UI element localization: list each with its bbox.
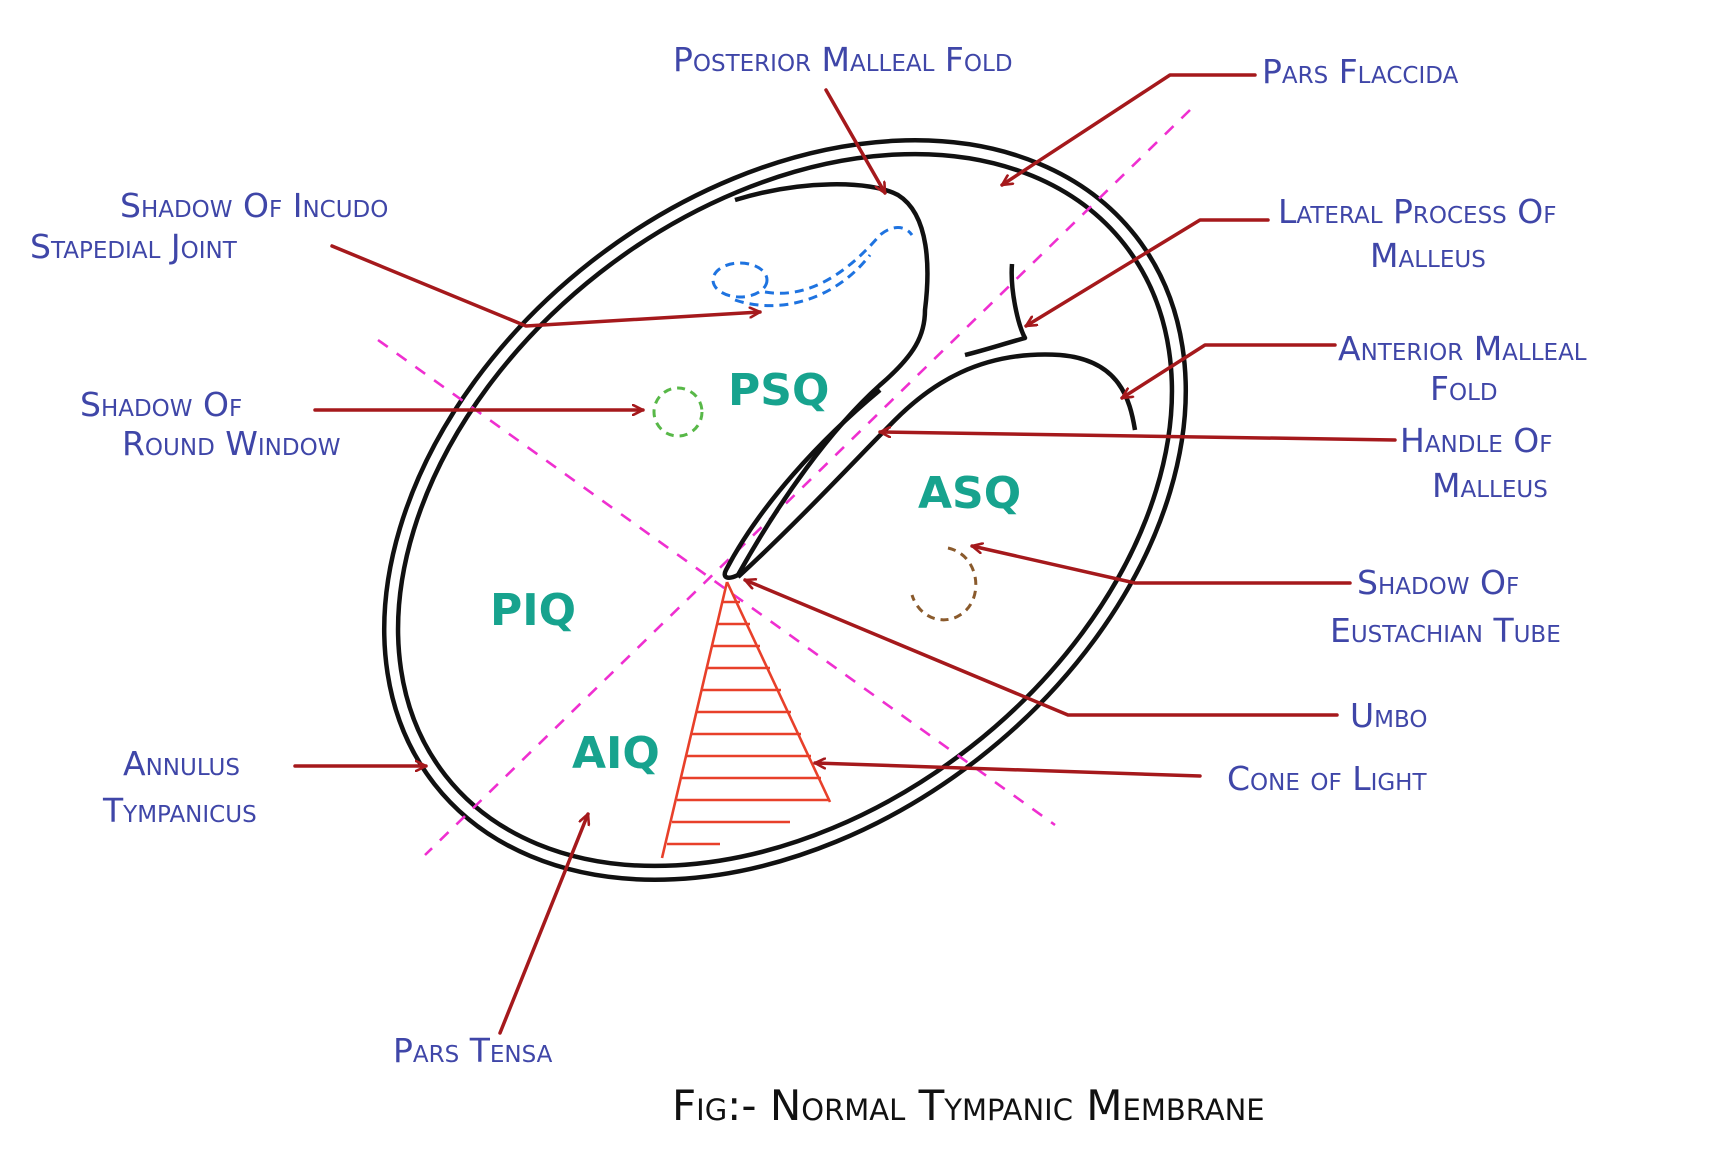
round-window-shadow	[652, 386, 704, 438]
arrow-eustachian-tube	[970, 546, 1352, 585]
arrow-umbo	[743, 580, 1339, 717]
label-cone-of-light: Cone of Light	[1227, 759, 1427, 798]
label-lateral-process-line2: Malleus	[1370, 236, 1486, 275]
label-anterior-malleal-fold-line1: Anterior Malleal	[1338, 329, 1587, 368]
label-handle-of-malleus-line2: Malleus	[1432, 466, 1548, 505]
label-annulus-line2: Tympanicus	[102, 791, 257, 830]
label-handle-of-malleus-line1: Handle Of	[1400, 421, 1553, 460]
quadrant-axis-along-malleus	[424, 109, 1191, 856]
label-round-window-line1: Shadow Of	[80, 385, 242, 424]
arrow-handle-of-malleus	[878, 432, 1397, 442]
lateral-process-of-malleus-outline	[964, 263, 1028, 358]
quadrant-axis-perpendicular	[377, 338, 1056, 827]
cone-of-light	[660, 581, 832, 859]
annulus-inner-ring	[395, 151, 1175, 869]
label-anterior-malleal-fold-line2: Fold	[1430, 369, 1498, 408]
quadrant-label-asq: ASQ	[918, 468, 1021, 519]
label-incudo-stapedial-line1: Shadow Of Incudo	[120, 186, 388, 225]
anterior-malleal-fold-outline	[736, 352, 1138, 579]
posterior-malleal-fold-outline	[734, 182, 930, 577]
arrow-pars-tensa	[498, 812, 588, 1035]
arrow-lateral-process	[1024, 218, 1270, 328]
label-posterior-malleal-fold: Posterior Malleal Fold	[673, 40, 1013, 79]
arrow-incudo-stapedial-joint	[330, 244, 762, 328]
arrow-posterior-malleal-fold	[824, 88, 887, 195]
label-eustachian-line2: Eustachian Tube	[1330, 611, 1561, 650]
label-umbo: Umbo	[1350, 696, 1427, 735]
quadrant-label-psq: PSQ	[728, 365, 829, 416]
label-round-window-line2: Round Window	[122, 424, 340, 463]
quadrant-label-piq: PIQ	[490, 585, 576, 636]
handle-of-malleus-outline	[722, 388, 882, 580]
eustachian-tube-shadow	[910, 546, 978, 622]
figure-caption: Fig:- Normal Tympanic Membrane	[672, 1081, 1265, 1130]
annulus-outer-ring	[382, 138, 1188, 882]
arrow-anterior-malleal-fold	[1120, 343, 1337, 400]
arrow-pars-flaccida	[1000, 73, 1257, 187]
arrow-cone-of-light	[813, 763, 1202, 778]
membrane-outline	[382, 138, 1188, 882]
label-pars-tensa: Pars Tensa	[393, 1031, 553, 1070]
quadrant-label-aiq: AIQ	[572, 728, 660, 779]
callout-arrows	[293, 73, 1397, 1035]
label-eustachian-line1: Shadow Of	[1357, 563, 1519, 602]
label-lateral-process-line1: Lateral Process Of	[1278, 192, 1556, 231]
label-incudo-stapedial-line2: Stapedial Joint	[30, 227, 238, 266]
incudostapedial-joint-shadow	[711, 226, 914, 308]
label-pars-flaccida: Pars Flaccida	[1262, 52, 1459, 91]
label-annulus-line1: Annulus	[123, 744, 240, 783]
